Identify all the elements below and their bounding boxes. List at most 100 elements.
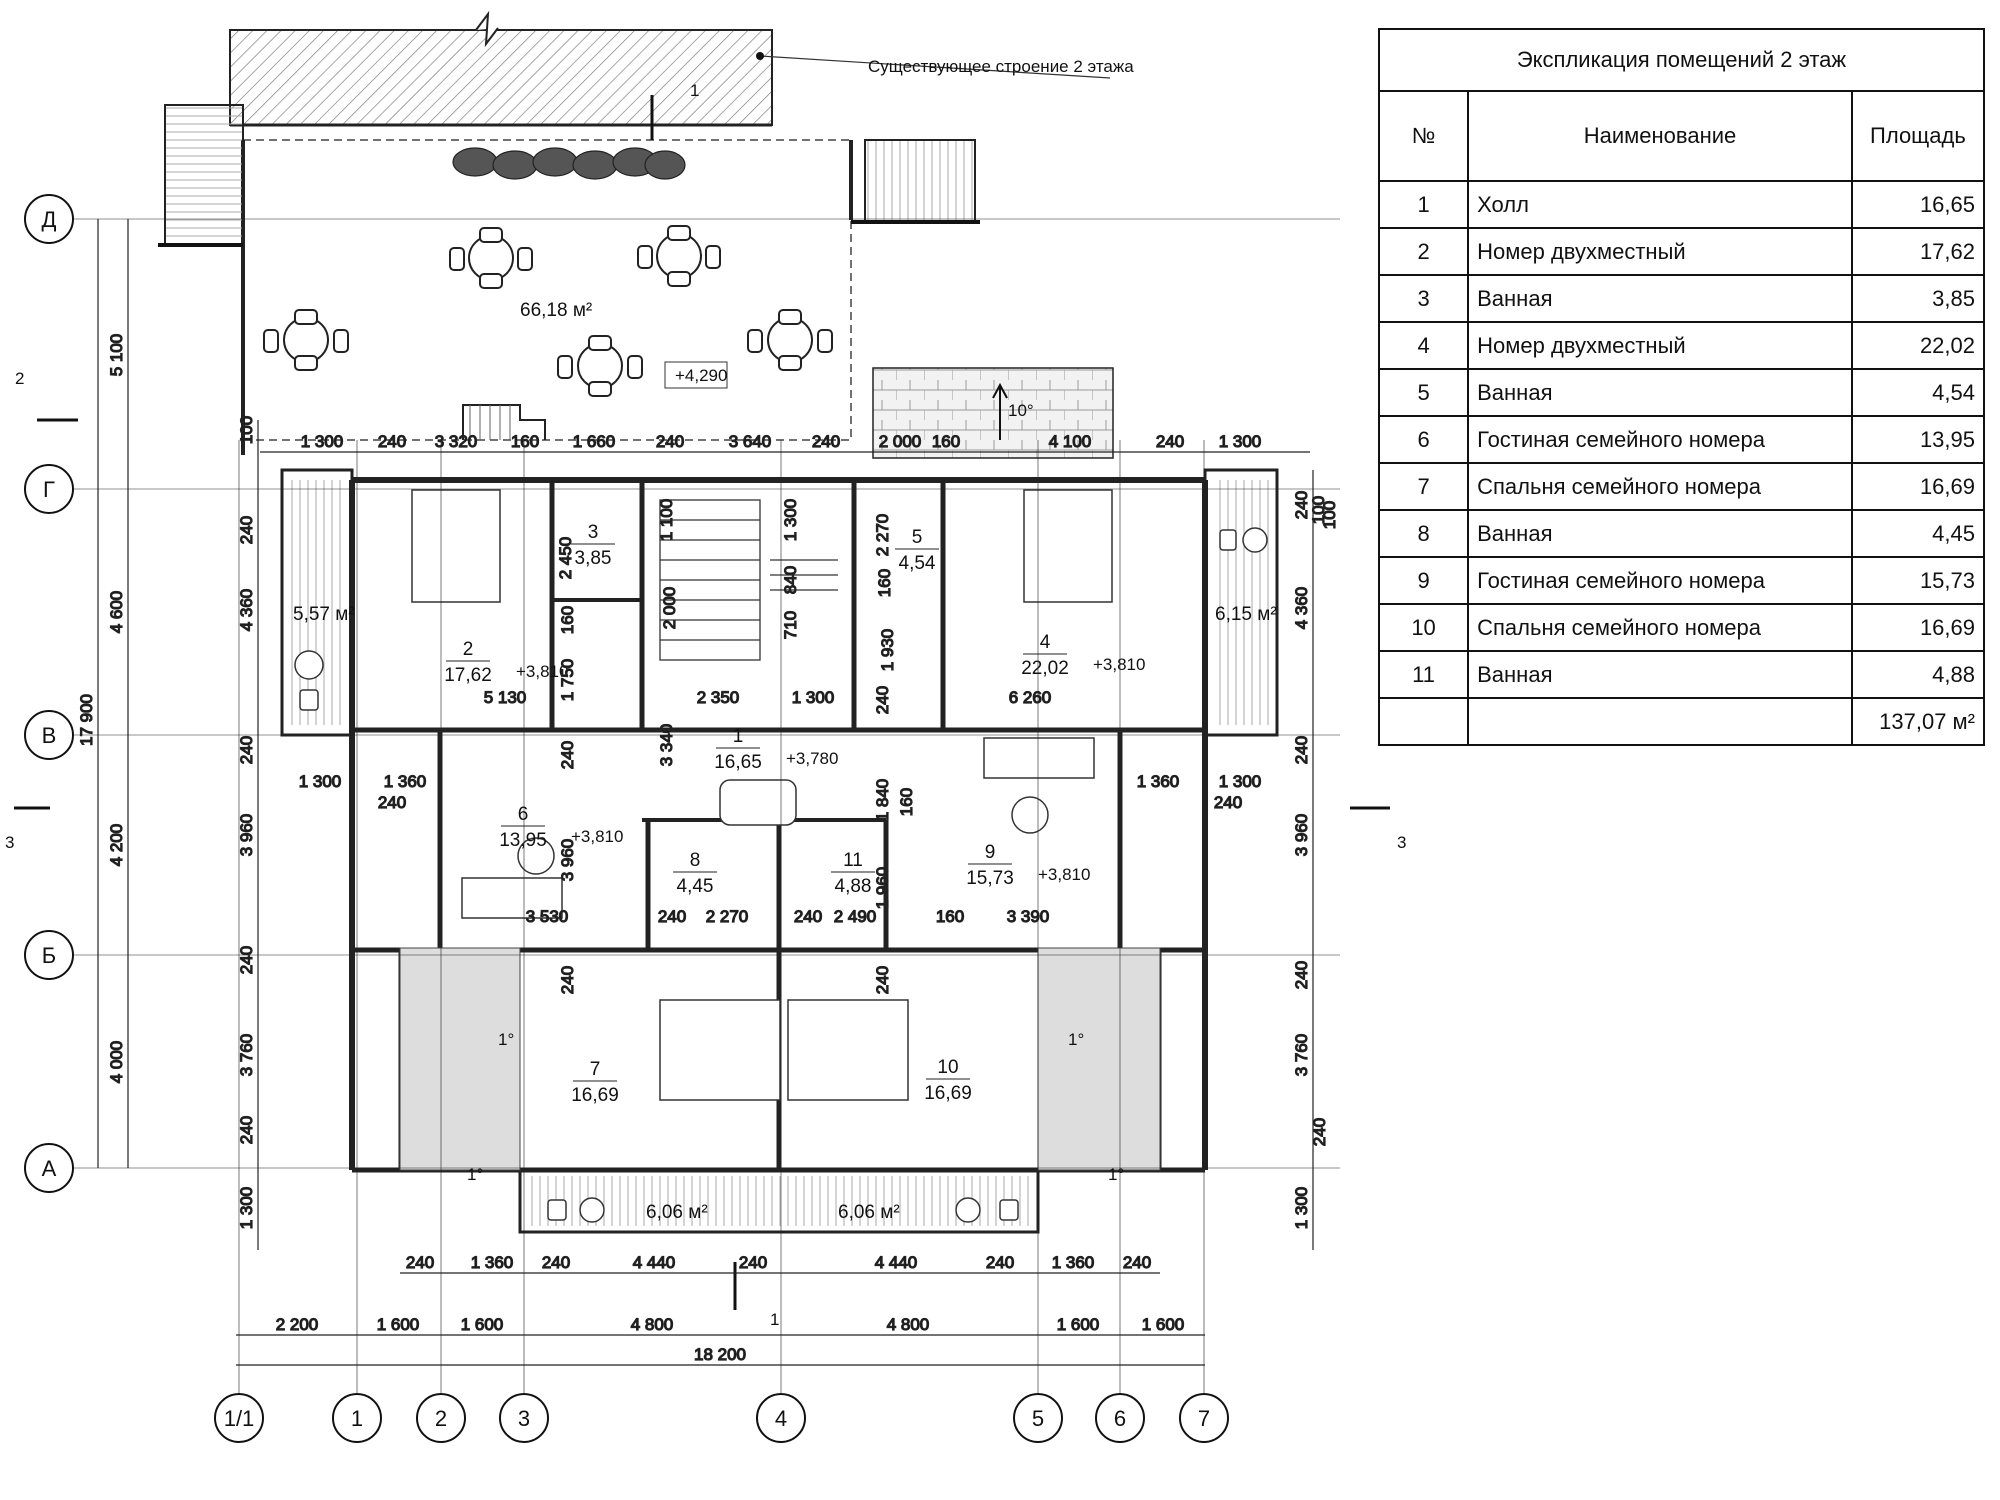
room-name: Гостиная семейного номера	[1467, 556, 1853, 605]
room-number: 2	[1377, 227, 1470, 276]
room-number: 7	[1377, 462, 1470, 511]
terrace	[158, 104, 980, 455]
room-area-label: 17,62	[444, 665, 492, 686]
axis-label-letter: Д	[42, 207, 57, 232]
dimension-text: 160	[558, 606, 577, 634]
dimension-text: 2 270	[873, 514, 892, 557]
room-area: 4,88	[1850, 650, 1986, 699]
dimension-text: 840	[781, 566, 800, 594]
dimension-text: 1 600	[1142, 1315, 1185, 1334]
room-number-label: 2	[463, 639, 474, 660]
dimension-text: 240	[986, 1253, 1014, 1272]
room-number: 1	[1377, 180, 1470, 229]
dimension-text: 4 360	[1292, 587, 1311, 630]
dimension-text: 2 350	[697, 688, 740, 707]
dimension-text: 100	[1320, 501, 1339, 529]
dimension-text-total: 17 900	[77, 694, 96, 746]
dimension-text: 240	[1292, 961, 1311, 989]
dimension-text: 160	[875, 569, 894, 597]
terrace-area: 66,18 м²	[520, 300, 592, 321]
dimension-text: 240	[658, 907, 686, 926]
axis-label-letter: В	[42, 723, 57, 748]
room-number: 6	[1377, 415, 1470, 464]
slope-label-bottom-right: 1°	[1108, 1165, 1124, 1184]
balcony-bottom-left-area: 6,06 м²	[646, 1202, 708, 1223]
room-name: Ванная	[1467, 509, 1853, 558]
dimension-text: 240	[237, 1116, 256, 1144]
room-number: 11	[1377, 650, 1470, 699]
room-area-label: 4,88	[835, 876, 872, 897]
dimension-text: 240	[237, 516, 256, 544]
axis-label-number: 7	[1198, 1406, 1210, 1431]
room-number-label: 10	[937, 1057, 958, 1078]
room-name: Спальня семейного номера	[1467, 603, 1853, 652]
roof-left	[399, 947, 521, 1171]
room-number-label: 3	[588, 522, 599, 543]
dimension-text: 2 270	[706, 907, 749, 926]
existing-building	[229, 10, 1111, 127]
axis-label-letter: А	[42, 1156, 57, 1181]
room-area: 16,65	[1850, 180, 1986, 229]
table-title: Экспликация помещений 2 этаж	[1378, 28, 1985, 92]
dimension-text: 1 360	[1137, 772, 1180, 791]
room-number-label: 6	[518, 804, 529, 825]
section-mark-3-right: 3	[1397, 833, 1406, 852]
room-number-label: 11	[843, 850, 863, 871]
dimension-text: 4 360	[237, 589, 256, 632]
rooms-schedule-table: Экспликация помещений 2 этаж № Наименова…	[1377, 28, 1986, 746]
dimension-text: 1 360	[384, 772, 427, 791]
room-number: 4	[1377, 321, 1470, 370]
dimension-text: 2 200	[276, 1315, 319, 1334]
axis-label-number: 4	[775, 1406, 787, 1431]
dimension-text-total: 18 200	[694, 1345, 746, 1364]
dimension-text: 240	[406, 1253, 434, 1272]
roof-right	[1037, 947, 1161, 1171]
room-area-label: 15,73	[966, 868, 1014, 889]
dimension-text: 4 440	[633, 1253, 676, 1272]
dimension-text: 240	[739, 1253, 767, 1272]
dimension-text: 240	[1292, 491, 1311, 519]
dimension-text: 4 600	[107, 591, 126, 634]
dimension-text: 3 760	[237, 1034, 256, 1077]
axis-label-number: 6	[1114, 1406, 1126, 1431]
dimension-text: 1 930	[878, 629, 897, 672]
room-area-label: 16,69	[924, 1083, 972, 1104]
room-area: 16,69	[1850, 603, 1986, 652]
dimension-text: 160	[511, 432, 539, 451]
axis-label-letter: Б	[42, 943, 56, 968]
room-number-label: 4	[1040, 632, 1051, 653]
room-area-label: 13,95	[499, 830, 547, 851]
room-number-label: 7	[590, 1059, 601, 1080]
roof-slope	[872, 367, 1114, 459]
dimension-text: 240	[1156, 432, 1184, 451]
section-marks	[14, 95, 1390, 1310]
room-area-label: 16,69	[571, 1085, 619, 1106]
total-empty-cell	[1377, 697, 1470, 746]
balcony-left-deck	[290, 480, 344, 725]
section-mark-2: 2	[15, 369, 24, 388]
dimension-text: 4 100	[1049, 432, 1092, 451]
dimension-text: 5 100	[107, 334, 126, 377]
dimension-text: 240	[558, 966, 577, 994]
total-empty-cell	[1467, 697, 1853, 746]
section-mark-3-left: 3	[5, 833, 14, 852]
dimension-text: 2 490	[834, 907, 877, 926]
dimension-text: 1 600	[1057, 1315, 1100, 1334]
dimension-text: 1 660	[573, 432, 616, 451]
balcony-right-area: 6,15 м²	[1215, 604, 1277, 625]
dimension-text: 1 300	[1292, 1187, 1311, 1230]
room-number-label: 8	[690, 850, 701, 871]
dimension-text: 4 800	[631, 1315, 674, 1334]
axis-label-letter: Г	[43, 477, 55, 502]
axis-label-number: 1/1	[224, 1406, 255, 1431]
room-area-label: 16,65	[714, 752, 762, 773]
dimension-text: 1 750	[558, 659, 577, 702]
column-header-number: №	[1377, 90, 1470, 182]
dimension-text: 160	[932, 432, 960, 451]
